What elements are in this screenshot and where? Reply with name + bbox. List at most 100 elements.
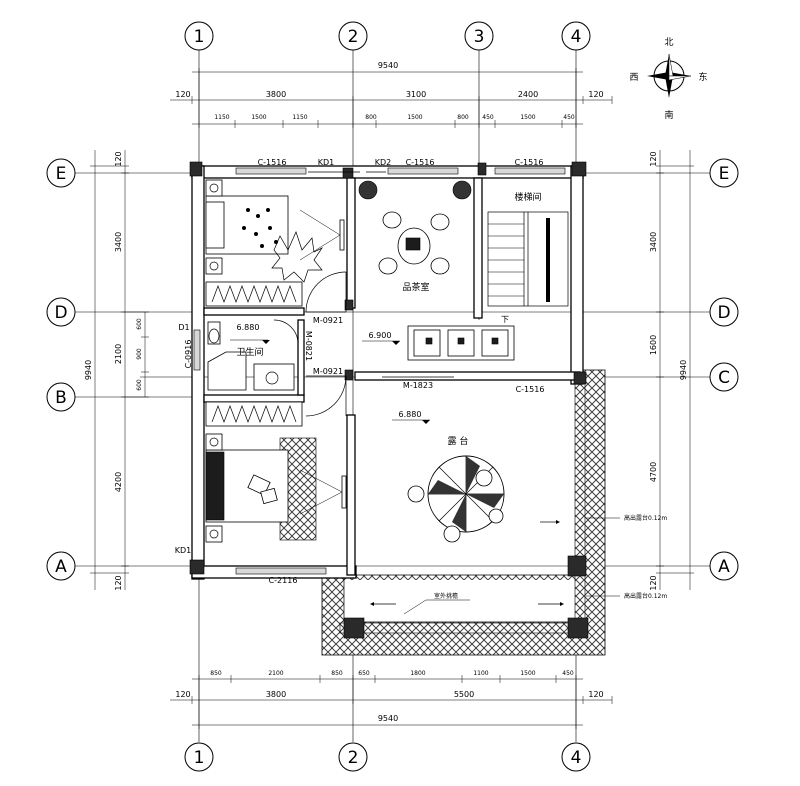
- top-detail-dims: 1150 1500 1150 800 1500 800 450 1500 450: [214, 114, 575, 128]
- windows: C-1516 C-1516 C-1516 C-2116 C-1516: [193, 158, 566, 585]
- room-label-bathroom: 卫生间: [236, 346, 263, 358]
- svg-text:D: D: [717, 303, 730, 323]
- shower: [207, 351, 247, 391]
- svg-text:120: 120: [588, 690, 603, 699]
- svg-text:1: 1: [194, 748, 205, 768]
- svg-text:1500: 1500: [407, 114, 422, 121]
- svg-text:C: C: [718, 368, 730, 388]
- svg-text:E: E: [56, 164, 67, 184]
- elev-terrace: 6.880: [399, 410, 422, 419]
- svg-text:5500: 5500: [454, 690, 474, 699]
- svg-text:1500: 1500: [520, 114, 535, 121]
- compass-west: 西: [629, 72, 638, 83]
- toilet: [207, 321, 221, 345]
- label-d1: D1: [178, 323, 189, 332]
- window-c1516-bedroom: [235, 167, 307, 175]
- svg-text:A: A: [55, 557, 67, 577]
- svg-text:120: 120: [114, 151, 123, 166]
- axis-bubble-D-left: D: [46, 297, 76, 327]
- note-eaves: 室外挑檐: [434, 592, 458, 600]
- axis-bubbles: 1 2 3 4 1 2 4 E D B A E D C A: [46, 21, 739, 772]
- axis-bubble-E-left: E: [46, 158, 76, 188]
- label-kd1-bottom: KD1: [175, 546, 192, 555]
- stool-4: [430, 257, 450, 275]
- bathroom: 卫生间 6.880: [207, 321, 295, 391]
- axis-bubble-C-right: C: [709, 362, 739, 392]
- label-c2116: C-2116: [269, 576, 298, 585]
- stool-3: [378, 257, 398, 275]
- window-c2116: [235, 567, 327, 575]
- window-c1516-tea: [387, 167, 459, 175]
- label-c1516-1: C-1516: [258, 158, 287, 167]
- terrace: 6.880 露 台 室外挑檐 高出露台0.12m 高出露台0.12m: [370, 410, 667, 615]
- label-c1516-2: C-1516: [406, 158, 435, 167]
- svg-text:1500: 1500: [520, 670, 535, 677]
- elev-corridor: 6.900: [369, 331, 392, 340]
- svg-text:1500: 1500: [251, 114, 266, 121]
- axis-bubble-2-bottom: 2: [338, 742, 368, 772]
- svg-text:120: 120: [649, 575, 658, 590]
- svg-text:800: 800: [365, 114, 377, 121]
- axis-bubble-4-top: 4: [561, 21, 591, 51]
- svg-text:4: 4: [571, 748, 582, 768]
- label-c1516-4: C-1516: [516, 385, 545, 394]
- parasol-table: [407, 455, 505, 543]
- svg-text:4700: 4700: [649, 462, 658, 482]
- bedroom-upper: [205, 179, 345, 307]
- axis-bubble-D-right: D: [709, 297, 739, 327]
- axis-bubble-4-bottom: 4: [561, 742, 591, 772]
- terrace-eaves: [321, 369, 606, 656]
- axis-bubble-A-right: A: [709, 551, 739, 581]
- right-dimensions: 120 3400 1600 4700 120 9940: [649, 150, 694, 591]
- plant-2: [452, 180, 472, 200]
- window-c0916: [193, 329, 201, 371]
- stool-2: [430, 213, 450, 231]
- label-m1823: M-1823: [403, 381, 433, 390]
- nightstand-lower-2: [205, 525, 223, 543]
- label-m0821: M-0821: [304, 331, 313, 361]
- columns: [189, 161, 589, 639]
- svg-text:120: 120: [175, 90, 190, 99]
- note-raised-1: 高出露台0.12m: [624, 514, 667, 522]
- svg-text:3800: 3800: [266, 690, 286, 699]
- svg-text:D: D: [54, 303, 67, 323]
- label-kd2: KD2: [375, 158, 392, 167]
- label-kd1-top: KD1: [318, 158, 335, 167]
- svg-text:4200: 4200: [114, 472, 123, 492]
- compass-east: 东: [698, 71, 707, 83]
- svg-text:9940: 9940: [84, 360, 93, 380]
- svg-text:1150: 1150: [214, 114, 229, 121]
- svg-text:3100: 3100: [406, 90, 426, 99]
- nightstand-lower-1: [205, 433, 223, 451]
- svg-text:1800: 1800: [410, 670, 425, 677]
- nightstand-upper-2: [205, 257, 223, 275]
- svg-text:850: 850: [331, 670, 343, 677]
- svg-text:120: 120: [114, 575, 123, 590]
- svg-text:1150: 1150: [292, 114, 307, 121]
- axis-bubble-1-bottom: 1: [184, 742, 214, 772]
- svg-text:2: 2: [348, 27, 359, 47]
- elev-bathroom: 6.880: [237, 323, 260, 332]
- svg-text:120: 120: [175, 690, 190, 699]
- label-c1516-3: C-1516: [515, 158, 544, 167]
- svg-text:900: 900: [136, 348, 143, 360]
- svg-text:A: A: [718, 557, 730, 577]
- svg-text:B: B: [55, 388, 67, 408]
- doors: KD1 KD2 M-0921 M-0821 M-0921 M-1823 C-09…: [175, 158, 470, 555]
- svg-text:120: 120: [588, 90, 603, 99]
- rug-star-upper: [271, 231, 324, 283]
- compass-south: 南: [664, 109, 673, 121]
- svg-text:9940: 9940: [679, 360, 688, 380]
- svg-text:450: 450: [482, 114, 494, 121]
- svg-text:2400: 2400: [518, 90, 538, 99]
- axis-bubble-B-left: B: [46, 382, 76, 412]
- staircase: 楼梯间 下: [487, 191, 569, 324]
- svg-text:850: 850: [210, 670, 222, 677]
- svg-text:1: 1: [194, 27, 205, 47]
- axis-bubble-3-top: 3: [464, 21, 494, 51]
- room-label-stair: 楼梯间: [514, 191, 541, 203]
- svg-text:800: 800: [457, 114, 469, 121]
- axis-bubble-2-top: 2: [338, 21, 368, 51]
- axis-bubble-E-right: E: [709, 158, 739, 188]
